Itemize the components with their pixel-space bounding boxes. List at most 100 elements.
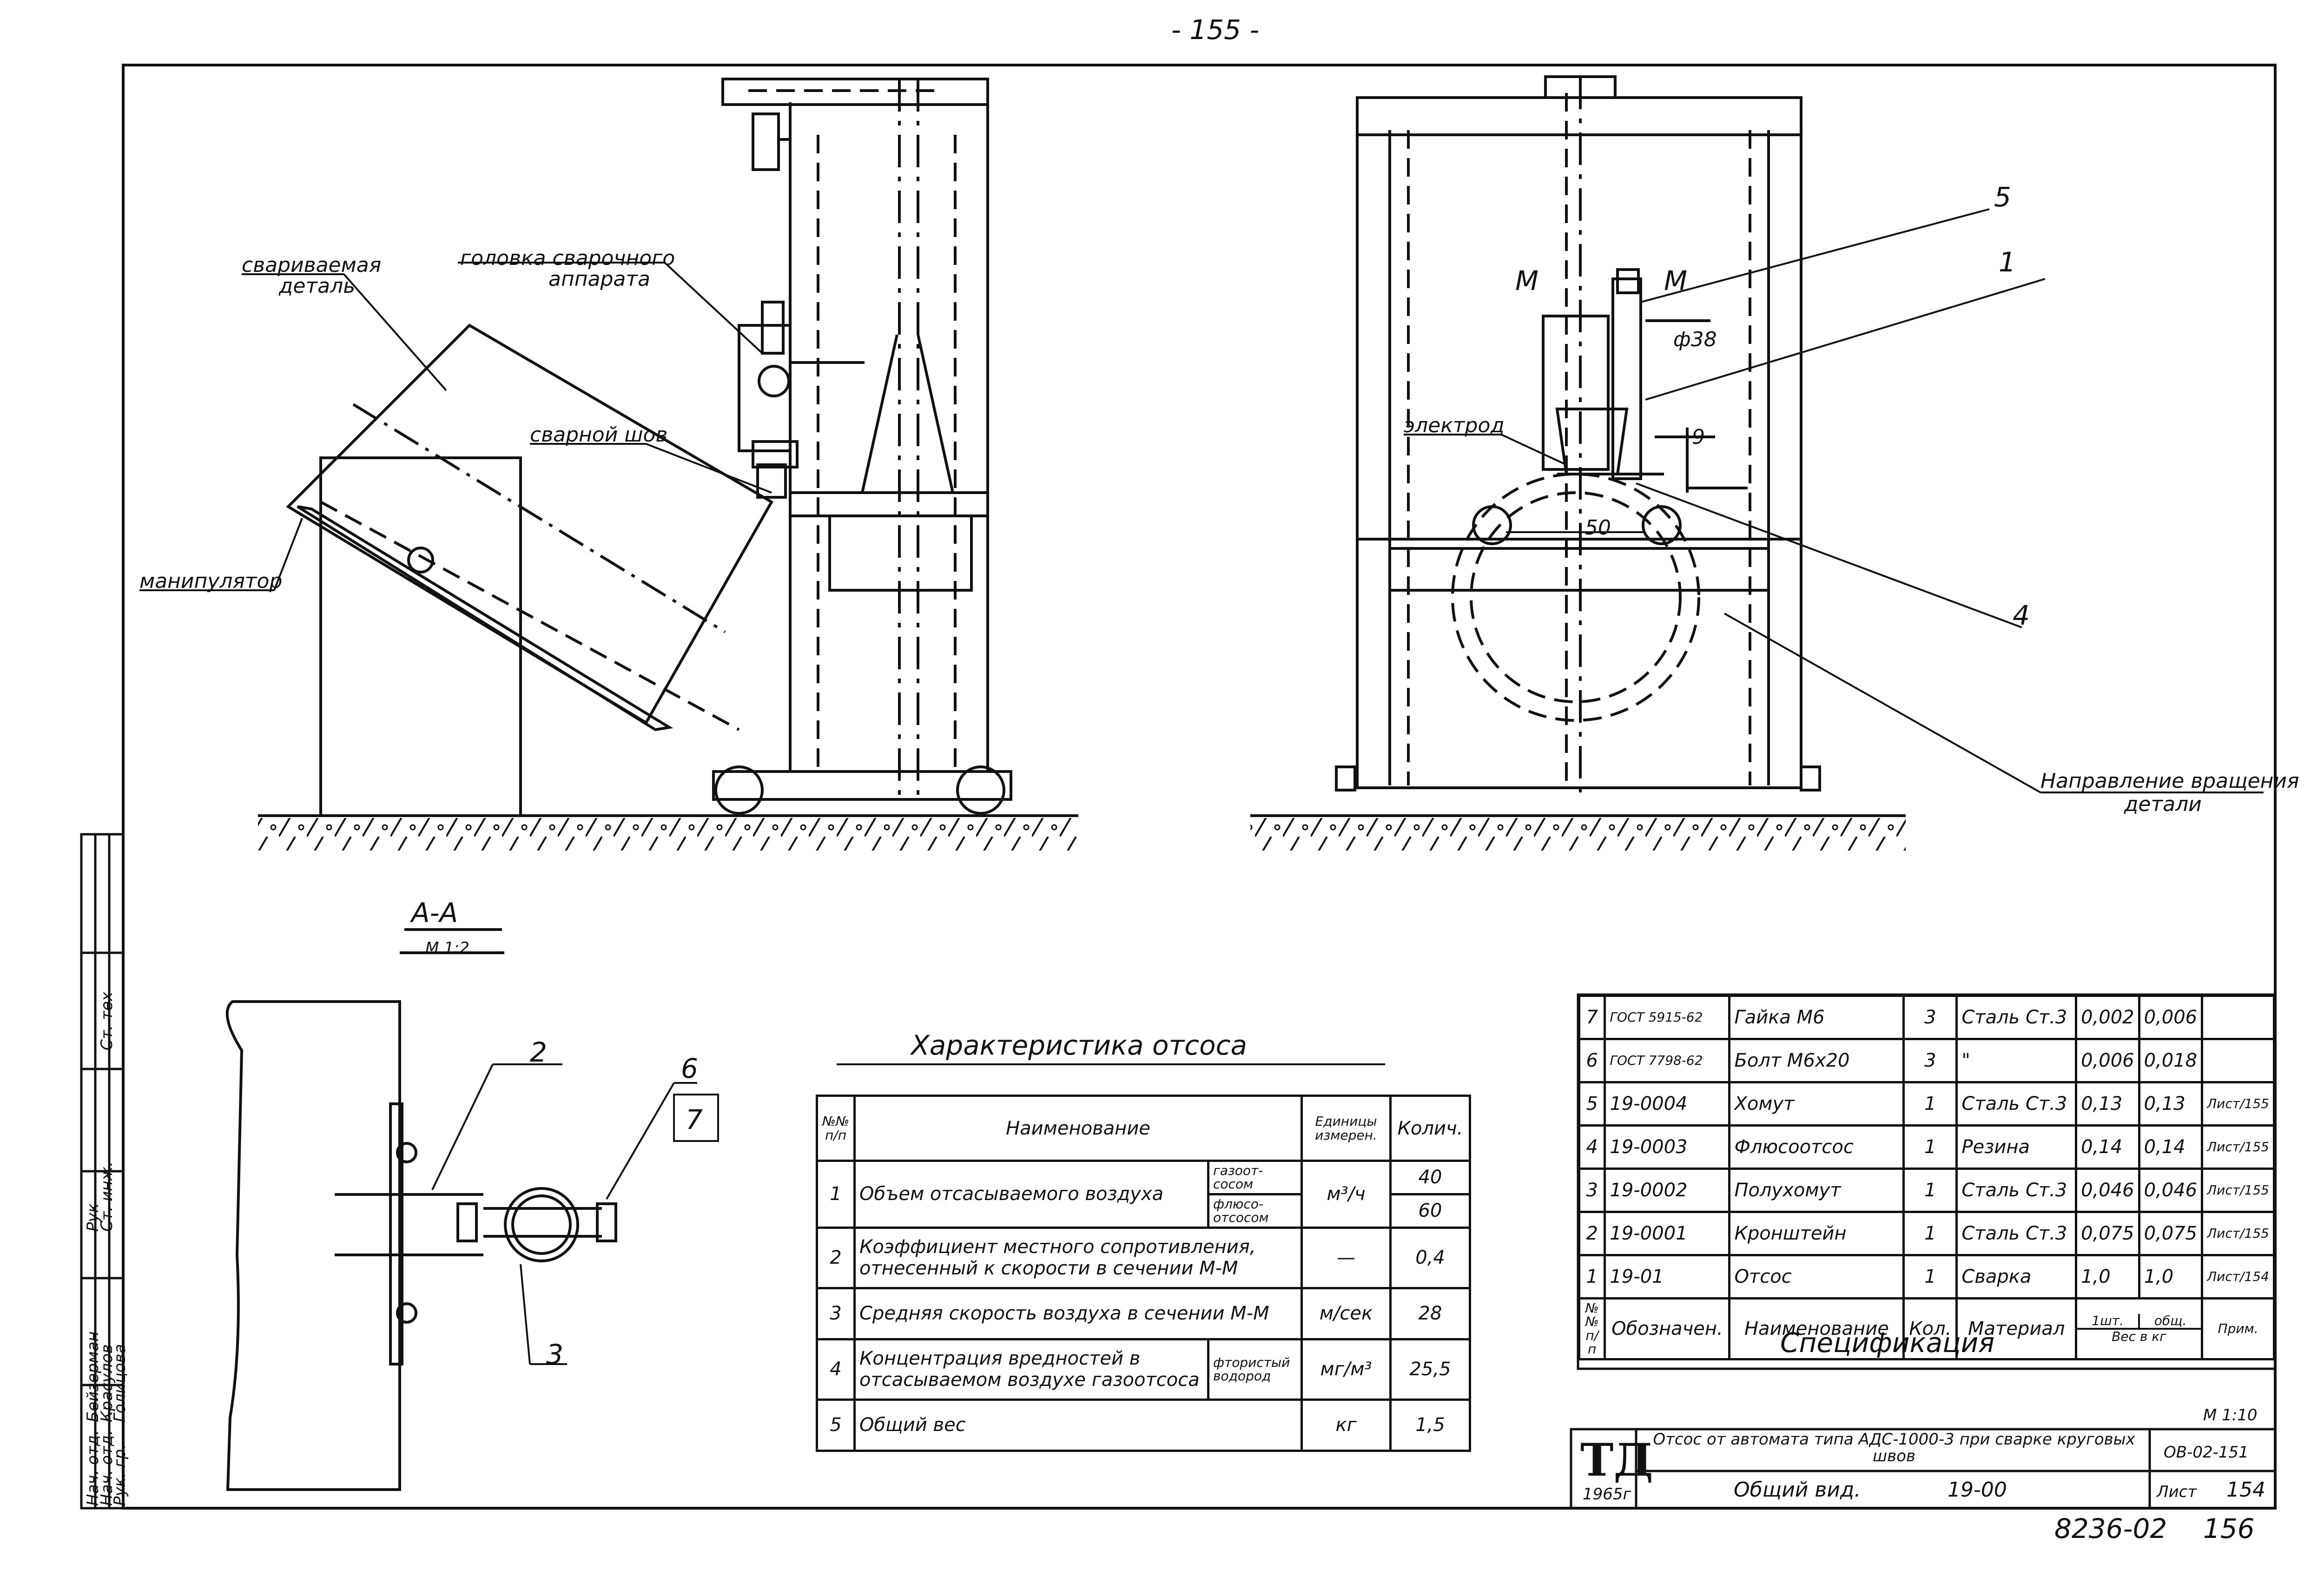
char-row-unit: кг (1301, 1398, 1392, 1452)
spec-cell-w1: 0,075 (2075, 1211, 2140, 1256)
spec-cell-name: Полухомут (1728, 1168, 1905, 1213)
spec-cell-pos: 1 (1578, 1254, 1606, 1300)
archive-number: 8236-02 (2054, 1513, 2167, 1544)
spec-cell-w2: 1,0 (2138, 1254, 2204, 1300)
char-row-name: Объем отсасываемого воздуха (853, 1160, 1209, 1229)
spec-col-mat: Материал (1955, 1297, 2078, 1360)
spec-cell-pos: 7 (1578, 995, 1606, 1040)
section-mark-left: М (1515, 265, 1539, 297)
section-mark-right: М (1664, 265, 1688, 297)
spec-cell-mat: Сталь Ст.3 (1955, 1211, 2078, 1256)
spec-cell-des: 19-0003 (1604, 1124, 1731, 1170)
char-row-note: газоот-сосом (1207, 1160, 1303, 1195)
spec-cell-name: Гайка М6 (1728, 995, 1905, 1040)
spec-cell-mat: Сталь Ст.3 (1955, 1081, 2078, 1127)
spec-cell-w2: 0,075 (2138, 1211, 2204, 1256)
leader-lines-left (139, 262, 772, 591)
stamp-role-3: Рук. гр. (111, 1444, 129, 1506)
spec-cell-w2: 0,006 (2138, 995, 2204, 1040)
side-stamp-frame (80, 833, 125, 1510)
char-row-num: 5 (816, 1398, 856, 1452)
callout-2: 2 (530, 1036, 547, 1068)
spec-cell-des: 19-01 (1604, 1254, 1731, 1300)
char-row-num: 4 (816, 1338, 856, 1401)
spec-cell-name: Хомут (1728, 1081, 1905, 1127)
char-row-unit: м/сек (1301, 1286, 1392, 1340)
spec-cell-pos: 2 (1578, 1211, 1606, 1256)
char-row-qty: 0,4 (1389, 1226, 1471, 1289)
spec-cell-pos: 3 (1578, 1168, 1606, 1213)
char-row-unit: мг/м³ (1301, 1338, 1392, 1401)
spec-cell-name: Кронштейн (1728, 1211, 1905, 1256)
spec-col-name: Наименование (1728, 1297, 1905, 1360)
spec-cell-qty: 1 (1902, 1211, 1958, 1256)
spec-cell-w2: 0,13 (2138, 1081, 2204, 1127)
char-row-unit: — (1301, 1226, 1392, 1289)
char-row-name: Средняя скорость воздуха в сечении М-М (853, 1286, 1303, 1340)
characteristics-title: Характеристика отсоса (911, 1029, 1248, 1061)
spec-col-w2: общ. (2154, 1313, 2187, 1329)
label-welded-part: свариваемая (242, 253, 382, 277)
spec-cell-name: Флюсоотсос (1728, 1124, 1905, 1170)
spec-cell-w1: 1,0 (2075, 1254, 2140, 1300)
label-welded-part-2: деталь (279, 274, 356, 298)
td-logo: ТД (1580, 1434, 1653, 1486)
spec-cell-note: Лист/155 (2201, 1168, 2275, 1213)
char-row-qty: 60 (1389, 1193, 1471, 1229)
spec-cell-w2: 0,14 (2138, 1124, 2204, 1170)
spec-cell-des: ГОСТ 5915-62 (1604, 995, 1731, 1040)
spec-cell-qty: 1 (1902, 1124, 1958, 1170)
spec-cell-mat: " (1955, 1038, 2078, 1083)
side-view (258, 78, 1078, 851)
label-weld-head-2: аппарата (548, 267, 650, 291)
spec-col-weight-label: Вес в кг (2112, 1328, 2166, 1344)
spec-cell-des: 19-0004 (1604, 1081, 1731, 1127)
char-row-num: 1 (816, 1160, 856, 1229)
col-qty: Колич. (1389, 1095, 1471, 1162)
label-weld-head: головка сварочного (460, 246, 675, 270)
title-block-scale: М 1:10 (2203, 1406, 2258, 1425)
dimension-9: 9 (1692, 425, 1705, 449)
spec-cell-des: ГОСТ 7798-62 (1604, 1038, 1731, 1083)
char-row-note: флюсо-отсосом (1207, 1193, 1303, 1229)
spec-cell-pos: 6 (1578, 1038, 1606, 1083)
drawing-frame (122, 64, 2277, 1510)
specification-frame (1577, 993, 2277, 1370)
spec-cell-w2: 0,046 (2138, 1168, 2204, 1213)
label-weld-seam: сварной шов (530, 423, 668, 447)
spec-col-weight: 1шт. общ. Вес в кг (2075, 1297, 2204, 1360)
section-title: А-А (411, 897, 458, 929)
spec-cell-mat: Сталь Ст.3 (1955, 995, 2078, 1040)
char-row-qty: 40 (1389, 1160, 1471, 1195)
section-a-a (225, 928, 719, 1491)
spec-col-des: Обозначен. (1604, 1297, 1731, 1360)
callout-7: 7 (686, 1104, 703, 1135)
spec-col-pos: №№ п/п (1578, 1297, 1606, 1360)
characteristics-table: №№ п/п Наименование Единицы измерен. Кол… (816, 1095, 1471, 1452)
spec-cell-note: Лист/154 (2201, 1254, 2275, 1300)
char-row-num: 2 (816, 1226, 856, 1289)
spec-cell-pos: 5 (1578, 1081, 1606, 1127)
spec-cell-w2: 0,018 (2138, 1038, 2204, 1083)
page-number-top: - 155 - (1171, 14, 1260, 46)
label-manipulator: манипулятор (139, 569, 283, 593)
spec-cell-w1: 0,13 (2075, 1081, 2140, 1127)
title-block-frame (1570, 1428, 2277, 1510)
sheet-label: Лист (2157, 1483, 2197, 1501)
stamp-extra-2: Ст. инж. (98, 1161, 116, 1232)
callout-5: 5 (1994, 181, 2011, 213)
specification-title: Спецификация (1780, 1327, 1995, 1359)
spec-col-w1: 1шт. (2077, 1314, 2140, 1328)
stamp-name-3: Голицова (111, 1344, 129, 1422)
spec-cell-note: Лист/155 (2201, 1124, 2275, 1170)
spec-cell-qty: 1 (1902, 1254, 1958, 1300)
